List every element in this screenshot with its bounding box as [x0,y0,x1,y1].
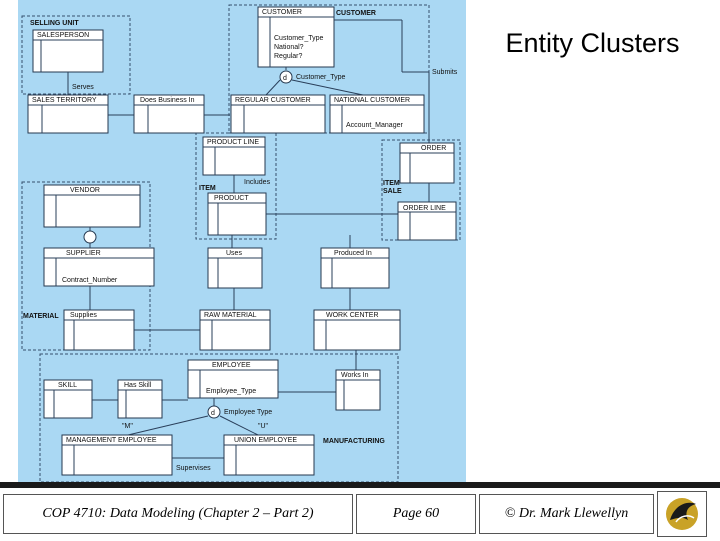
raw-material-label: RAW MATERIAL [204,312,257,319]
entity-product-line [202,136,266,176]
work-center-label: WORK CENTER [326,312,379,319]
entity-regular-customer [230,94,326,134]
employee-type-disc: Employee Type [224,409,272,416]
works-in-label: Works In [341,372,369,379]
subtype-disc-vendor [83,230,97,244]
er-diagram: .cl { fill:none; stroke:#35506e; stroke-… [18,0,466,485]
cluster-label-item: ITEM [199,185,216,192]
contract-number-attr: Contract_Number [62,277,118,284]
subtype-disc-employee [207,405,221,419]
m-value: "M" [122,423,133,430]
entity-union-employee [223,434,315,476]
entity-skill [43,379,93,419]
footer-author: © Dr. Mark Llewellyn [479,494,654,534]
cluster-label-material: MATERIAL [23,313,59,320]
university-logo [657,491,707,537]
customer-disc-d: d [283,75,287,82]
skill-label: SKILL [58,382,77,389]
footer-divider [0,482,720,488]
subtype-disc-customer [279,70,293,84]
customer-label: CUSTOMER [262,9,302,16]
customer-attr-national: National? [274,44,304,51]
customer-attr-regular: Regular? [274,53,303,60]
entity-has-skill [117,379,163,419]
product-line-label: PRODUCT LINE [207,139,259,146]
regular-customer-label: REGULAR CUSTOMER [235,97,311,104]
pegasus-logo-icon [666,498,698,530]
union-employee-label: UNION EMPLOYEE [234,437,297,444]
salesperson-label: SALESPERSON [37,32,89,39]
entity-management-employee [61,434,173,476]
product-label: PRODUCT [214,195,249,202]
order-label: ORDER [421,145,446,152]
employee-disc-d: d [211,410,215,417]
er-diagram-svg: .cl { fill:none; stroke:#35506e; stroke-… [21,4,461,483]
produced-in-label: Produced In [334,250,372,257]
entity-does-business-in [133,94,205,134]
cluster-customer [228,4,430,134]
entity-national-customer [329,94,425,134]
slide-title: Entity Clusters [505,28,680,58]
footer-course: COP 4710: Data Modeling (Chapter 2 – Par… [3,494,353,534]
cluster-label-item-sale-2: SALE [383,188,402,195]
footer-page: Page 60 [356,494,476,534]
cluster-label-manufacturing: MANUFACTURING [323,438,385,445]
vendor-label: VENDOR [70,187,100,194]
cluster-selling-unit [21,15,131,95]
serves-label: Serves [72,84,94,91]
national-customer-label: NATIONAL CUSTOMER [334,97,410,104]
does-business-in-label: Does Business In [140,97,195,104]
includes-label: Includes [244,179,271,186]
supplier-label: SUPPLIER [66,250,101,257]
order-line-label: ORDER LINE [403,205,446,212]
entity-supplier [43,247,155,287]
supervises-label: Supervises [176,465,211,472]
sales-territory-label: SALES TERRITORY [32,97,97,104]
supplies-label: Supplies [70,312,97,319]
entity-works-in [335,369,381,411]
submits-label: Submits [432,69,458,76]
entity-uses [207,247,263,289]
entity-order [399,142,455,184]
footer: COP 4710: Data Modeling (Chapter 2 – Par… [0,488,720,540]
entity-sales-territory [27,94,109,134]
account-manager-attr: Account_Manager [346,122,403,129]
cluster-label-selling-unit: SELLING UNIT [30,20,79,27]
entity-work-center [313,309,401,351]
employee-type-attr: Employee_Type [206,388,256,395]
cluster-label-customer: CUSTOMER [336,10,376,17]
entity-employee [187,359,279,399]
customer-attr-type: Customer_Type [274,35,324,42]
has-skill-label: Has Skill [124,382,152,389]
employee-label: EMPLOYEE [212,362,251,369]
uses-label: Uses [226,250,242,257]
customer-type-disc: Customer_Type [296,74,346,81]
entity-vendor [43,184,141,228]
cluster-label-item-sale-1: ITEM [383,180,400,187]
management-employee-label: MANAGEMENT EMPLOYEE [66,437,157,444]
entity-order-line [397,201,457,241]
u-value: "U" [258,423,269,430]
